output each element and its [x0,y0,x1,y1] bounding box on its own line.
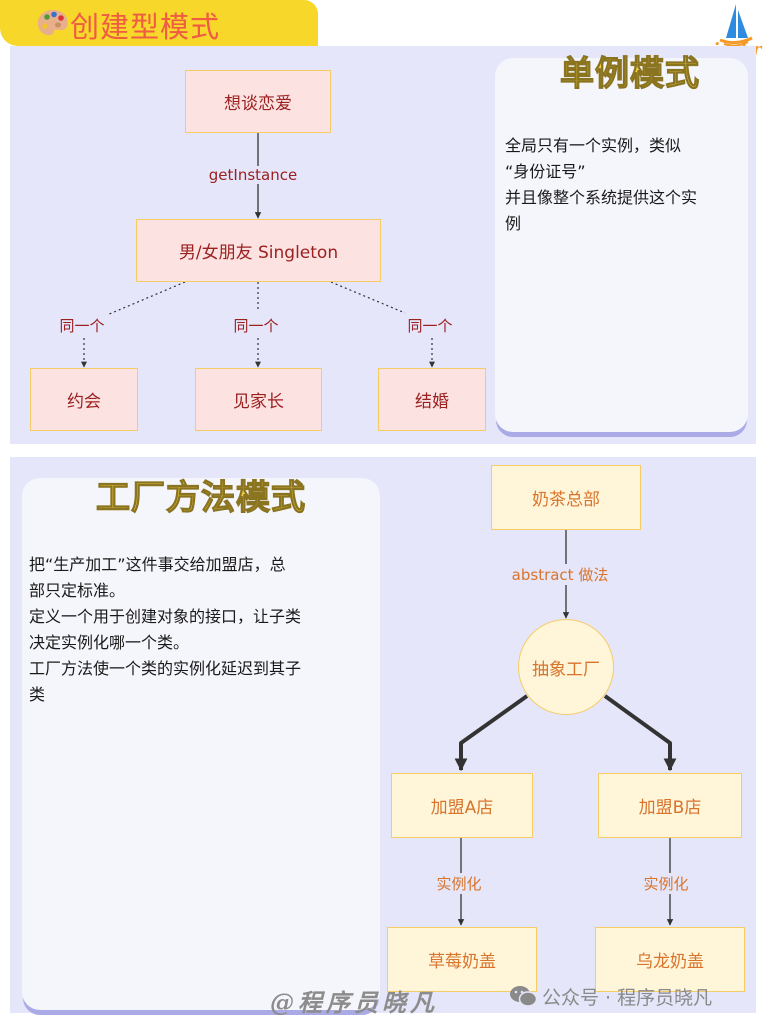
palette-icon [37,10,68,36]
wechat-icon [510,986,538,1007]
node-abstract-factory: 抽象工厂 [518,619,614,715]
node-meet-parents: 见家长 [195,368,322,431]
edge-label-instantiate: 实例化 [434,873,484,894]
edge-factory-to-store-b [603,694,677,772]
description-line: 全局只有一个实例，类似 [505,136,682,155]
edge-factory-to-store-a [454,694,529,772]
description-line: 工厂方法使一个类的实例化延迟到其子 [29,659,302,678]
factory-method-description: 把“生产加工”这件事交给加盟店，总 部只定标准。 定义一个用于创建对象的接口，让… [29,552,374,708]
edge-label-getinstance: getInstance [206,166,300,184]
singleton-card-title: 单例模式 [559,53,700,94]
edge-label-same: 同一个 [231,315,281,336]
factory-method-card-title: 工厂方法模式 [95,477,306,518]
description-line: 例 [505,214,522,233]
node-store-a: 加盟A店 [391,773,533,838]
description-line: 类 [29,685,46,704]
description-line: 部只定标准。 [29,581,126,600]
edge-label-abstract: abstract 做法 [509,564,611,585]
edge-label-same: 同一个 [57,315,107,336]
description-line: 把“生产加工”这件事交给加盟店，总 [29,555,286,574]
factory-method-card [22,478,380,1010]
node-store-b: 加盟B店 [598,773,742,838]
node-date: 约会 [30,368,138,431]
description-line: 决定实例化哪一个类。 [29,633,190,652]
singleton-description: 全局只有一个实例，类似 “身份证号” 并且像整个系统提供这个实 例 [505,133,745,237]
edge-label-same: 同一个 [405,315,455,336]
node-want-love: 想谈恋爱 [185,70,331,133]
description-line: 定义一个用于创建对象的接口，让子类 [29,607,302,626]
singleton-card [495,58,748,432]
description-line: “身份证号” [505,162,586,181]
wechat-account-label: 公众号 · 程序员晓凡 [542,987,713,1009]
author-watermark: @程序员晓凡 [270,988,438,1017]
description-line: 并且像整个系统提供这个实 [505,188,698,207]
node-tea-hq: 奶茶总部 [491,465,641,530]
sailboat-icon [719,4,753,47]
page-title: 创建型模式 [70,10,221,44]
node-marriage: 结婚 [378,368,486,431]
node-oolong-cheese-tea: 乌龙奶盖 [595,927,745,992]
node-strawberry-cheese-tea: 草莓奶盖 [387,927,537,992]
node-singleton: 男/女朋友 Singleton [136,219,381,282]
edge-label-instantiate: 实例化 [641,873,691,894]
